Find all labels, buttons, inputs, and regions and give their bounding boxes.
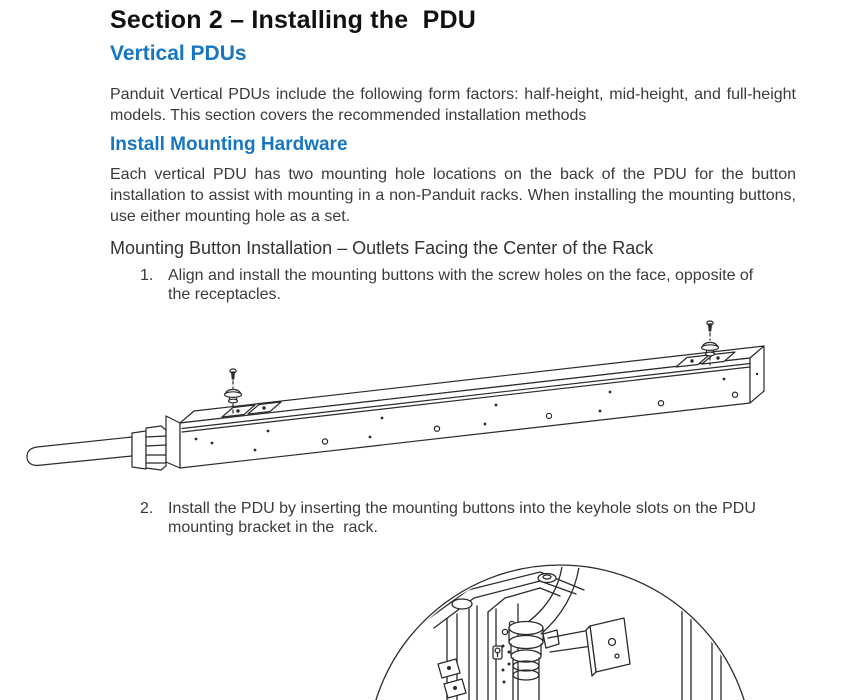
subheading-mounting-button-installation: Mounting Button Installation – Outlets F… <box>110 238 654 258</box>
list-item-step-2: 2. Install the PDU by inserting the moun… <box>110 499 798 537</box>
paragraph-vertical-pdus: Panduit Vertical PDUs include the follow… <box>110 86 796 124</box>
pdu-cable <box>26 436 133 467</box>
step-number: 1. <box>140 267 154 284</box>
detail-circle-outline <box>375 564 745 700</box>
cable-gland <box>131 430 147 470</box>
left-rack-post <box>446 598 478 700</box>
rack-top-frame <box>423 571 585 623</box>
screw-and-button-left <box>223 368 243 416</box>
step-text: Install the PDU by inserting the mountin… <box>168 500 756 536</box>
pdu-front-face <box>179 357 751 469</box>
screw-and-button-right <box>700 320 720 366</box>
page-title: Section 2 – Installing the PDU <box>110 6 476 34</box>
heading-install-mounting-hardware: Install Mounting Hardware <box>110 134 348 155</box>
step-text: Align and install the mounting buttons w… <box>168 267 754 303</box>
cable-connector <box>508 620 560 700</box>
heading-vertical-pdus: Vertical PDUs <box>110 42 247 65</box>
keyhole-bracket <box>547 617 631 677</box>
document-page: Section 2 – Installing the PDU Vertical … <box>110 0 796 700</box>
figure-keyhole-slot-detail <box>375 564 745 700</box>
paragraph-install-mounting: Each vertical PDU has two mounting hole … <box>110 166 796 225</box>
right-rack-post <box>675 583 727 700</box>
mounting-plates-detail <box>437 658 467 699</box>
pdu-left-endcap <box>165 415 181 469</box>
list-item-step-1: 1. Align and install the mounting button… <box>110 266 798 304</box>
step-number: 2. <box>140 500 154 517</box>
front-face-holes <box>194 372 759 452</box>
power-cable <box>527 567 581 635</box>
figure-pdu-bar-isometric <box>26 320 765 471</box>
